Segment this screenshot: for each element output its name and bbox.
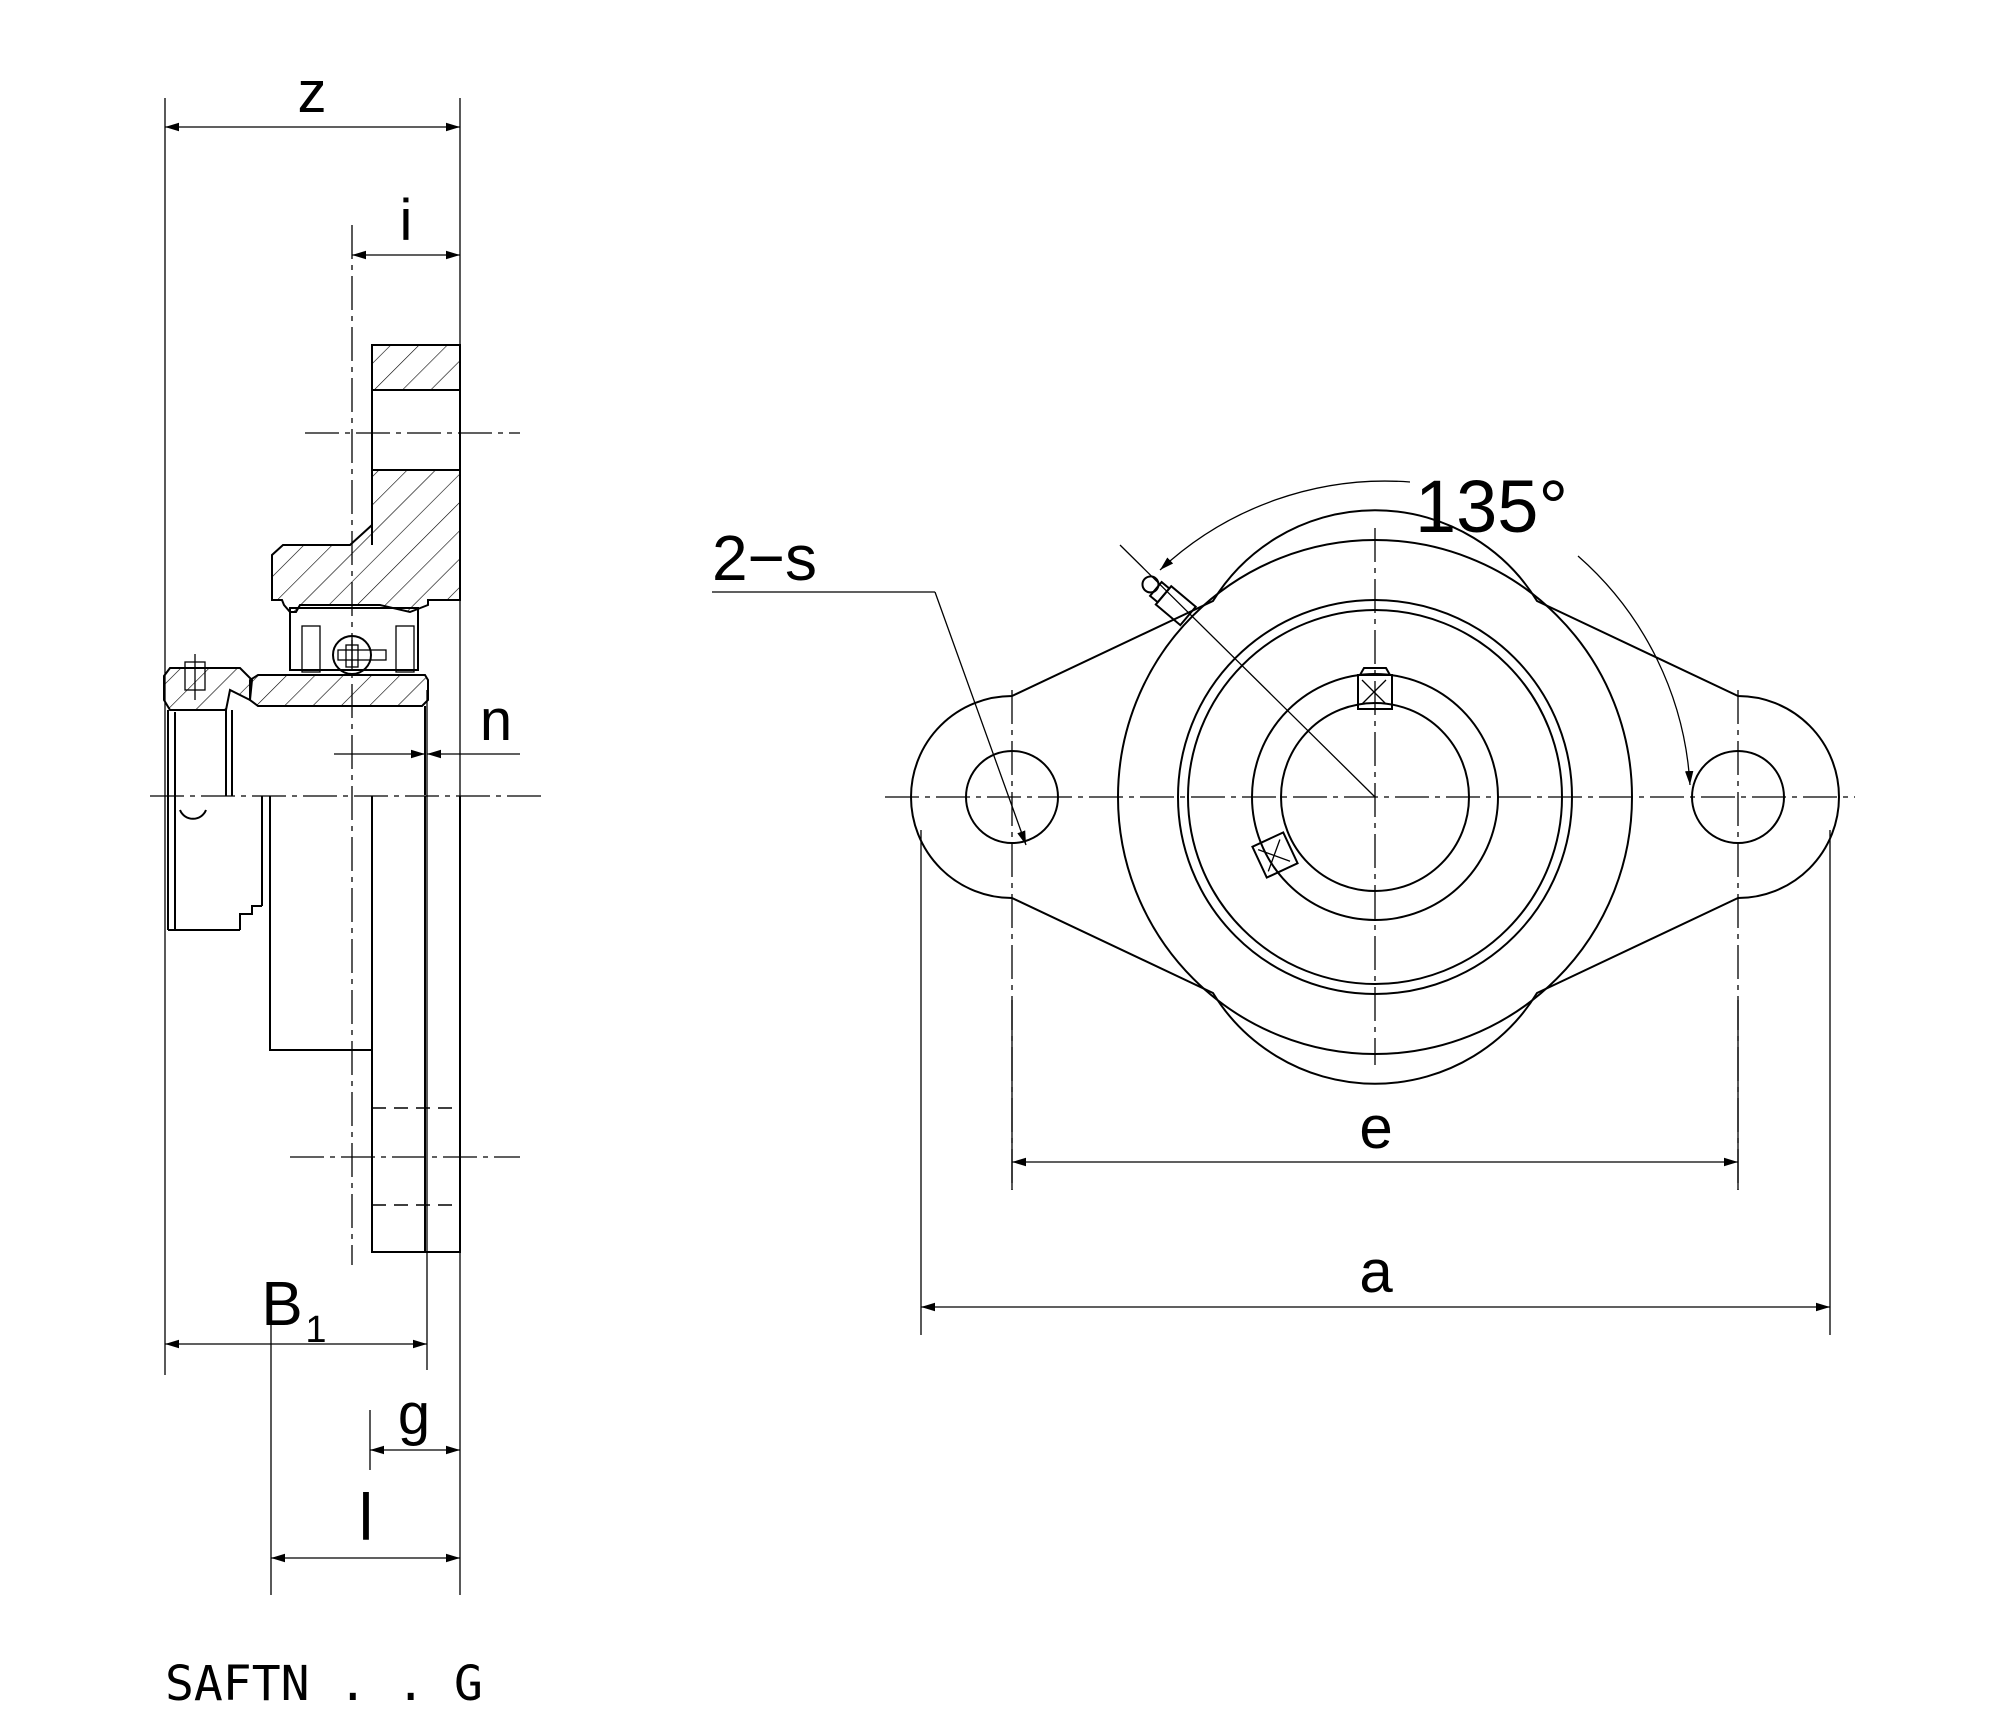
- inner-ring-section: [249, 674, 429, 707]
- label-n: n: [480, 688, 512, 753]
- label-b1: B: [261, 1270, 302, 1339]
- label-i: i: [400, 188, 413, 253]
- label-b1-subscript: 1: [305, 1309, 326, 1351]
- model-title: SAFTN . . G: [165, 1656, 483, 1710]
- label-135-deg: 135°: [1415, 465, 1568, 548]
- label-a: a: [1359, 1238, 1393, 1305]
- label-l: l: [359, 1480, 374, 1554]
- front-view: e a 2−s 135°: [712, 465, 1855, 1335]
- label-g: g: [398, 1382, 430, 1447]
- flange-ear-top: [371, 344, 461, 391]
- housing-lower: [269, 796, 461, 1253]
- label-2-s: 2−s: [712, 522, 817, 594]
- label-e: e: [1359, 1094, 1392, 1161]
- locking-collar: [163, 667, 254, 711]
- label-z: z: [298, 60, 327, 125]
- set-screw-side: [1251, 831, 1299, 879]
- side-view: z i n B 1 g l: [150, 60, 545, 1595]
- grease-nipple: [1141, 575, 1198, 627]
- housing-section: [271, 469, 461, 614]
